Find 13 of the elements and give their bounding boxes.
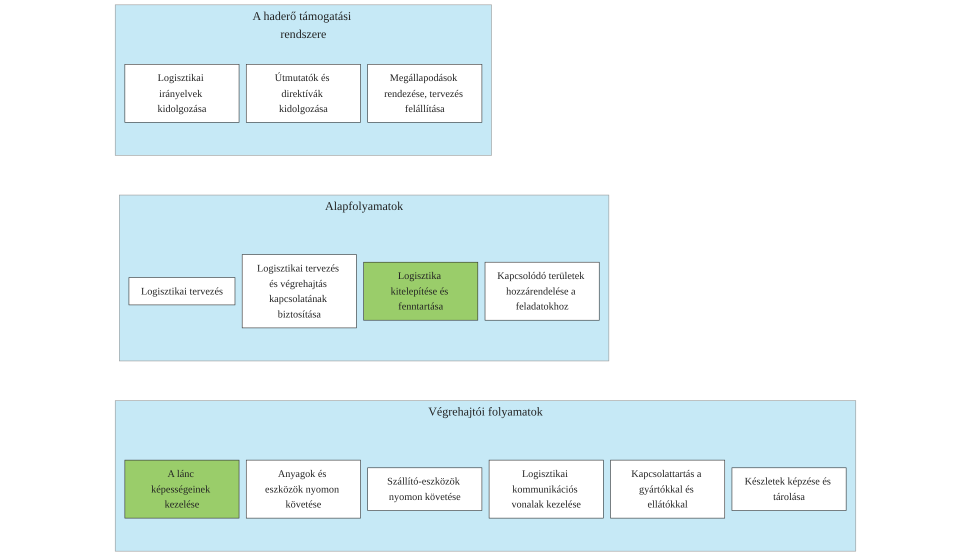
node-box: Kapcsolattartás a gyártókkal és ellátókkal [610, 460, 726, 518]
node-box: Útmutatók és direktívák kidolgozása [246, 64, 361, 123]
node-box: Anyagok és eszközök nyomon követése [246, 460, 361, 518]
node-box: Logisztikai tervezés és végrehajtás kapcsolatának biztosítása [242, 254, 357, 328]
node-box: Kapcsolódó területek hozzárendelése a feladatokhoz [484, 262, 600, 321]
node-box: Szállító-eszközök nyomon követése [367, 468, 482, 511]
node-box: Logisztikai irányelvek kidolgozása [124, 64, 240, 123]
node-box: Logisztika kitelepítése és fenntartása [363, 262, 478, 321]
node-box: Logisztikai tervezés [128, 277, 236, 306]
node-box: A lánc képességeinek kezelése [124, 460, 240, 518]
node-box: Készletek képzése és tárolása [732, 468, 846, 511]
node-box: Logisztikai kommunikációs vonalak kezelése [488, 460, 604, 518]
node-box: Megállapodások rendezése, tervezés felállítása [367, 64, 482, 123]
